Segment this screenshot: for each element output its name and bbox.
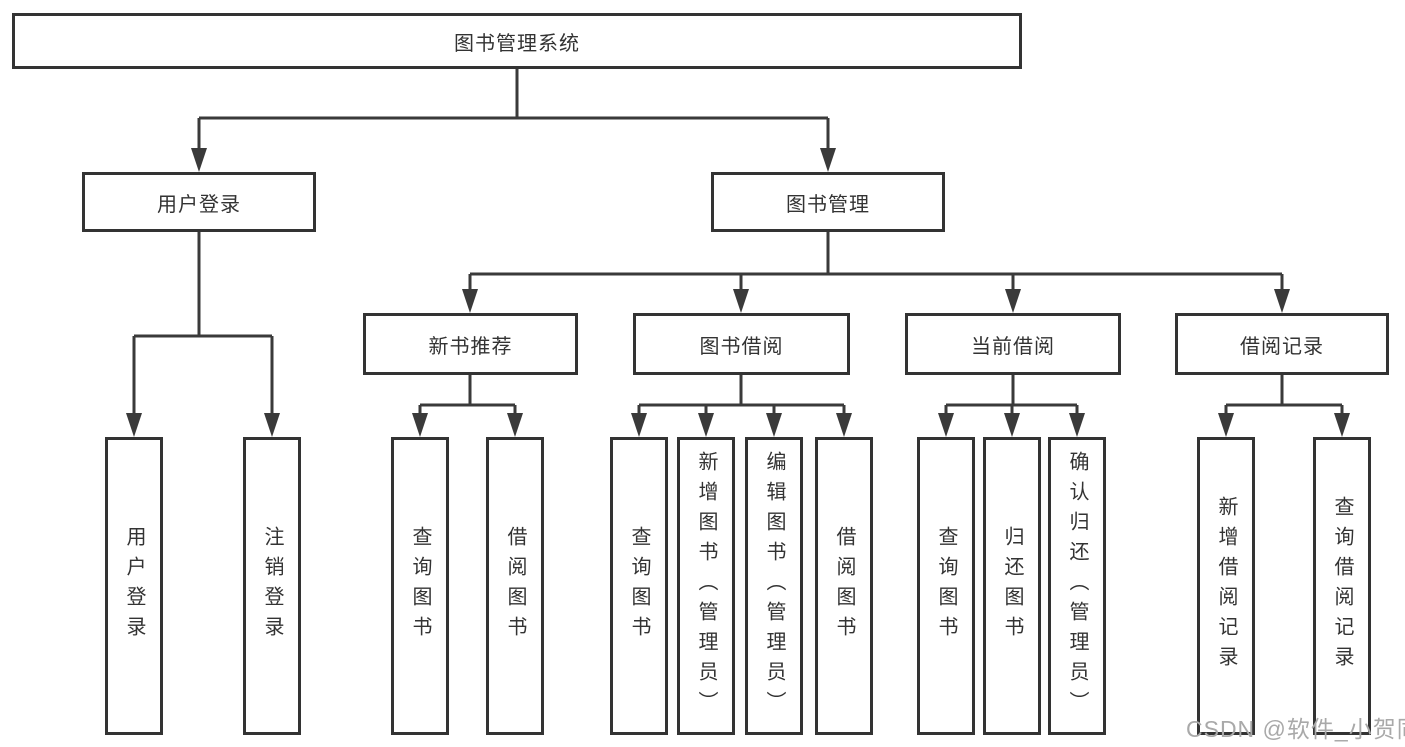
leaf-return-books-label: 归还图书 <box>1001 526 1023 646</box>
leaf-add-borrow-record: 新增借阅记录 <box>1197 437 1255 735</box>
leaf-confirm-return-admin-label: 确认归还（管理员） <box>1066 451 1088 721</box>
leaf-user-login: 用户登录 <box>105 437 163 735</box>
leaf-query-books-current: 查询图书 <box>917 437 975 735</box>
leaf-logout-label: 注销登录 <box>261 526 283 646</box>
node-user-login: 用户登录 <box>82 172 316 232</box>
leaf-add-book-admin-label: 新增图书（管理员） <box>695 451 717 721</box>
leaf-borrow-books-recommend: 借阅图书 <box>486 437 544 735</box>
leaf-query-borrow-record-label: 查询借阅记录 <box>1331 496 1353 676</box>
leaf-add-borrow-record-label: 新增借阅记录 <box>1215 496 1237 676</box>
leaf-edit-book-admin-label: 编辑图书（管理员） <box>763 451 785 721</box>
leaf-query-books-borrow-label: 查询图书 <box>628 526 650 646</box>
leaf-query-books-recommend: 查询图书 <box>391 437 449 735</box>
leaf-user-login-label: 用户登录 <box>123 526 145 646</box>
node-book-management: 图书管理 <box>711 172 945 232</box>
leaf-edit-book-admin: 编辑图书（管理员） <box>745 437 803 735</box>
leaf-borrow-books-borrow: 借阅图书 <box>815 437 873 735</box>
leaf-borrow-books-recommend-label: 借阅图书 <box>504 526 526 646</box>
node-book-borrowing: 图书借阅 <box>633 313 850 375</box>
leaf-query-books-borrow: 查询图书 <box>610 437 668 735</box>
leaf-confirm-return-admin: 确认归还（管理员） <box>1048 437 1106 735</box>
node-borrowing-records: 借阅记录 <box>1175 313 1389 375</box>
leaf-query-borrow-record: 查询借阅记录 <box>1313 437 1371 735</box>
csdn-watermark: CSDN @软件_小贺同学 <box>1186 716 1405 742</box>
leaf-query-books-recommend-label: 查询图书 <box>409 526 431 646</box>
leaf-logout: 注销登录 <box>243 437 301 735</box>
node-current-borrowing: 当前借阅 <box>905 313 1121 375</box>
leaf-return-books: 归还图书 <box>983 437 1041 735</box>
leaf-borrow-books-borrow-label: 借阅图书 <box>833 526 855 646</box>
leaf-add-book-admin: 新增图书（管理员） <box>677 437 735 735</box>
leaf-query-books-current-label: 查询图书 <box>935 526 957 646</box>
node-new-book-recommendation: 新书推荐 <box>363 313 578 375</box>
node-library-management-system: 图书管理系统 <box>12 13 1022 69</box>
